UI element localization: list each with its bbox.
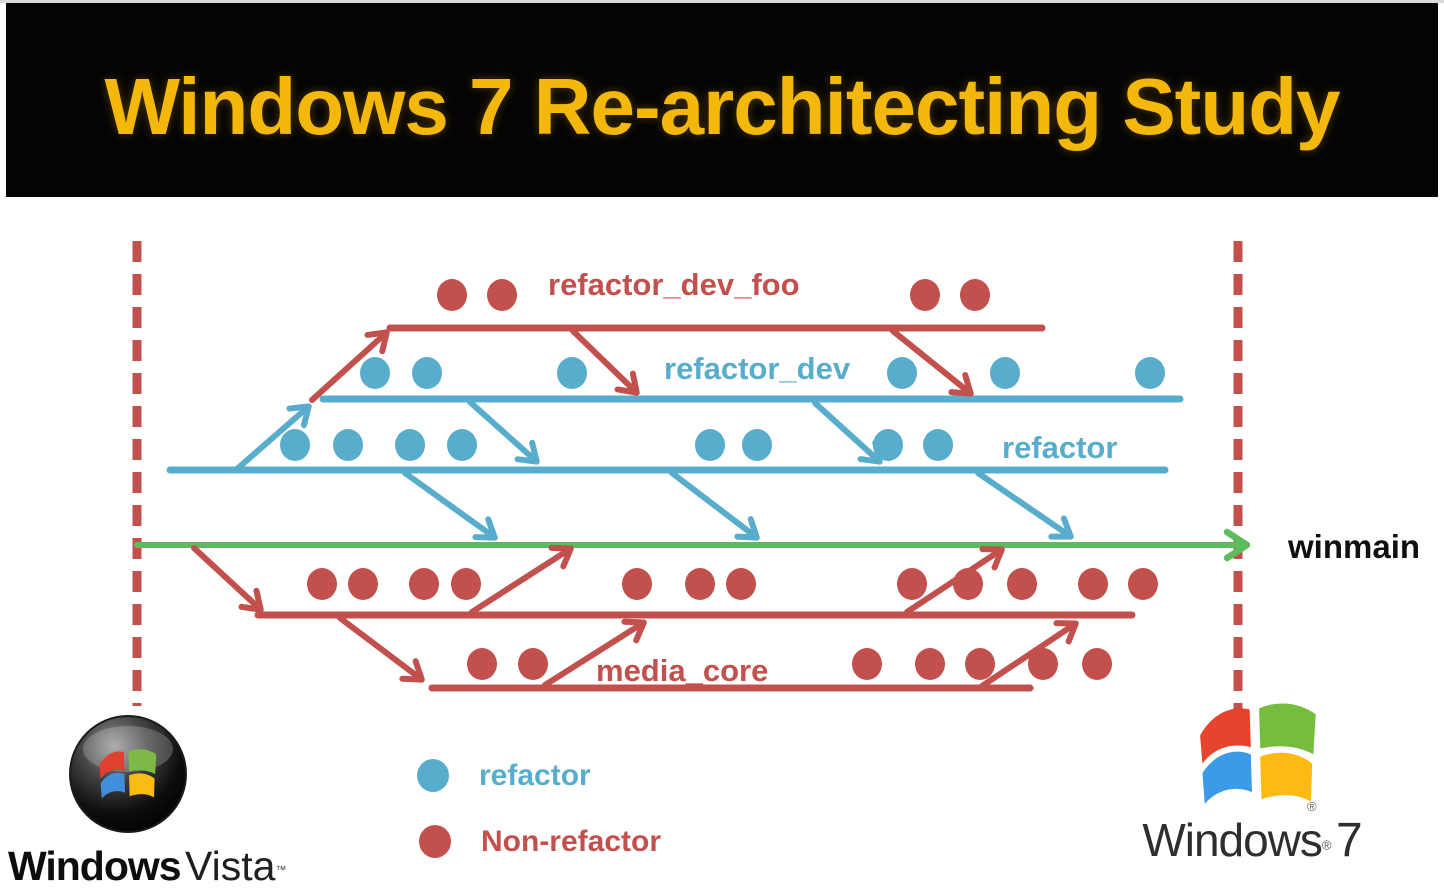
branch-merge-arrow [570,328,640,396]
non-refactor-commit-dot [467,648,497,680]
branch-merge-arrow [979,620,1079,689]
refactor-commit-dot [333,429,363,461]
refactor-commit-dot [280,429,310,461]
refactor-commit-dot [1135,357,1165,389]
legend-label: refactor [479,758,591,792]
vista-name: Windows [8,843,182,889]
branch-merge-arrow [812,400,883,465]
branch-merge-arrow [402,470,498,541]
non-refactor-commit-dot [1082,648,1112,680]
branch-merge-arrow [337,615,425,683]
non-refactor-commit-dot [726,568,756,600]
branch-merge-arrow [469,544,574,615]
non-refactor-commit-dot [910,279,940,311]
non-refactor-commit-dot [852,648,882,680]
windows-7-logo: ® Windows® 7 [1095,691,1410,891]
windows-vista-logo: Windows Vista™ [8,703,286,895]
branch-merge-arrow [890,328,974,397]
non-refactor-commit-dot [897,568,927,600]
non-refactor-commit-dot [1007,568,1037,600]
trademark-symbol: ™ [275,864,287,877]
vista-flag-icon [99,749,157,799]
refactor-commit-dot [360,357,390,389]
registered-symbol: ® [1321,837,1332,853]
non-refactor-commit-dot [409,568,439,600]
branch-merge-arrow [904,546,1005,615]
refactor-commit-dot [990,357,1020,389]
win7-flag-icon [1200,703,1316,804]
non-refactor-commit-dot [1078,568,1108,600]
refactor-commit-dot [887,357,917,389]
win7-name: Windows [1142,814,1323,866]
non-refactor-commit-dot [685,568,715,600]
legend-item-non-refactor: Non-refactor [419,825,661,858]
non-refactor-commit-dot [1128,568,1158,600]
refactor-commit-dot [923,429,953,461]
page-title: Windows 7 Re-architecting Study [104,62,1340,151]
branch-label-media-core: media_core [596,653,769,688]
branch-merge-arrow [669,470,760,541]
non-refactor-commit-dot [622,568,652,600]
branch-merge-arrow [234,403,312,472]
registered-symbol: ® [1307,799,1317,814]
non-refactor-commit-dot-icon [419,825,451,858]
branch-label-refactor-dev-foo: refactor_dev_foo [548,267,800,302]
refactor-commit-dot [742,429,772,461]
win7-wordmark: Windows® 7 [1095,813,1410,868]
vista-product: Vista [185,843,276,889]
branch-merge-arrow [467,399,540,465]
refactor-commit-dot [395,429,425,461]
vista-wordmark: Windows Vista™ [8,843,286,890]
branch-diagram-canvas [132,241,1251,709]
non-refactor-commit-dot [960,279,990,311]
branch-merge-arrow [542,618,647,688]
branch-label-winmain: winmain [1288,528,1421,565]
win7-product: 7 [1335,814,1363,867]
refactor-commit-dot-icon [417,759,449,792]
legend-item-refactor: refactor [417,759,591,792]
non-refactor-commit-dot [518,648,548,680]
branch-merge-arrow [975,470,1074,540]
non-refactor-commit-dot [437,279,467,311]
vista-orb-icon [69,715,187,833]
non-refactor-commit-dot [348,568,378,600]
branch-label-refactor: refactor [1002,430,1118,465]
non-refactor-commit-dot [307,568,337,600]
title-banner: Windows 7 Re-architecting Study [6,3,1438,197]
non-refactor-commit-dot [451,568,481,600]
refactor-commit-dot [447,429,477,461]
refactor-commit-dot [557,357,587,389]
non-refactor-commit-dot [965,648,995,680]
non-refactor-commit-dot [487,279,517,311]
branch-label-refactor-dev: refactor_dev [664,351,851,386]
branch-merge-arrow [191,545,264,613]
legend-label: Non-refactor [481,824,662,858]
non-refactor-commit-dot [1028,648,1058,680]
branch-merge-arrow [309,329,390,403]
non-refactor-commit-dot [915,648,945,680]
refactor-commit-dot [695,429,725,461]
refactor-commit-dot [412,357,442,389]
